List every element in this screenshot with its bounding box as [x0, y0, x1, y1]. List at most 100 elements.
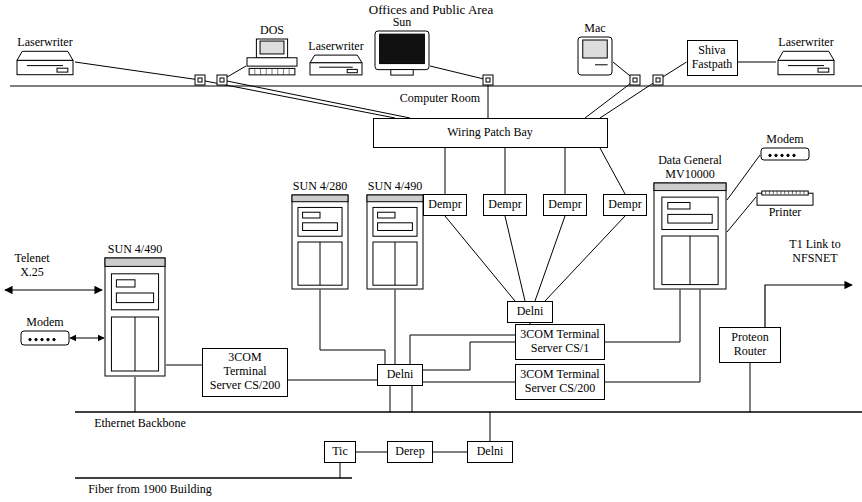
- network-box: 3COM Terminal Server CS/200: [515, 364, 605, 400]
- network-device: Mac: [577, 22, 613, 76]
- sun-icon: [375, 31, 429, 75]
- device-label: SUN 4/490: [366, 180, 424, 194]
- network-cable: [600, 62, 687, 118]
- device-label: Laserwriter: [776, 36, 836, 50]
- network-cable: [433, 452, 467, 453]
- box-label: Derep: [395, 445, 424, 459]
- network-box: Delni: [467, 441, 513, 463]
- tower-icon: [654, 183, 726, 289]
- drop-cable: [135, 377, 136, 412]
- device-label: Sun: [374, 16, 430, 30]
- device-illustration: [15, 50, 75, 76]
- device-illustration: [374, 30, 430, 76]
- tower-icon: [105, 258, 165, 376]
- device-illustration: [756, 190, 814, 206]
- network-cable: [738, 62, 777, 63]
- network-cable: [166, 365, 202, 366]
- device-label: DOS: [246, 24, 298, 38]
- network-label: Computer Room: [400, 92, 480, 106]
- network-cable: [727, 155, 760, 200]
- wall-jack: [195, 75, 205, 85]
- network-box: Wiring Patch Bay: [373, 118, 608, 148]
- jack-socket: [633, 78, 637, 82]
- box-label: Proteon Router: [724, 331, 776, 359]
- network-box: Derep: [387, 441, 433, 463]
- network-box: Delni: [507, 301, 553, 323]
- network-device: DOS: [246, 24, 298, 76]
- box-label: Delni: [517, 305, 544, 319]
- device-illustration: [308, 54, 364, 76]
- room-divider: [10, 85, 862, 86]
- box-label: Dempr: [608, 198, 641, 212]
- modem-icon: [761, 148, 809, 160]
- wall-jack: [653, 75, 663, 85]
- device-label: SUN 4/280: [291, 180, 349, 194]
- laser-icon: [310, 55, 362, 75]
- device-illustration: [20, 330, 70, 346]
- device-label: Modem: [760, 133, 810, 147]
- network-box: Dempr: [603, 194, 647, 216]
- network-device: SUN 4/490: [366, 180, 424, 290]
- network-box: 3COM Terminal Server CS/200: [202, 348, 288, 397]
- device-illustration: [366, 194, 424, 290]
- network-label: Fiber from 1900 Building: [88, 483, 212, 497]
- network-box: Tic: [324, 441, 356, 463]
- wall-jack: [483, 75, 493, 85]
- network-cable: [445, 216, 515, 301]
- network-box: Dempr: [543, 194, 587, 216]
- network-box: Shiva Fastpath: [687, 40, 738, 76]
- tower-icon: [367, 195, 423, 289]
- network-cable: [445, 148, 446, 194]
- telenet-link: [5, 289, 102, 290]
- network-device: Data General MV10000: [653, 154, 727, 290]
- network-cable: [565, 148, 566, 194]
- network-cable: [505, 148, 506, 194]
- laser-icon: [778, 51, 834, 74]
- laser-icon: [17, 51, 73, 74]
- tower-icon: [292, 195, 348, 289]
- box-label: 3COM Terminal Server CS/200: [207, 351, 283, 392]
- network-cable: [600, 148, 625, 194]
- box-label: 3COM Terminal Server CS/200: [520, 368, 600, 396]
- network-box: Delni: [377, 364, 423, 386]
- network-box: Dempr: [483, 194, 527, 216]
- network-cable: [75, 62, 395, 118]
- box-label: Delni: [387, 368, 414, 382]
- wall-jack: [630, 75, 640, 85]
- box-label: Delni: [477, 445, 504, 459]
- box-label: Dempr: [488, 198, 521, 212]
- network-cable: [535, 216, 565, 301]
- network-device: Printer: [756, 190, 814, 220]
- network-device: SUN 4/280: [291, 180, 349, 290]
- area-title: Offices and Public Area: [369, 3, 493, 18]
- modem-icon: [21, 331, 69, 345]
- network-cable: [288, 380, 377, 381]
- network-device: Laserwriter: [15, 36, 75, 76]
- network-device: Modem: [760, 133, 810, 161]
- network-device: Laserwriter: [776, 36, 836, 76]
- network-cable: [70, 338, 104, 339]
- device-illustration: [291, 194, 349, 290]
- drop-cable: [390, 385, 391, 412]
- drop-cable: [412, 385, 413, 412]
- box-label: Dempr: [428, 198, 461, 212]
- network-cable: [505, 216, 525, 301]
- device-label: Printer: [756, 206, 814, 220]
- device-label: Mac: [577, 22, 613, 36]
- drop-cable: [340, 462, 341, 478]
- network-label: T1 Link to NFSNET: [778, 238, 852, 266]
- network-cable: [545, 216, 625, 301]
- drop-cable: [750, 362, 751, 412]
- network-device: Modem: [20, 316, 70, 346]
- network-cable: [605, 290, 700, 382]
- device-illustration: [246, 38, 298, 76]
- t1-link: [765, 285, 852, 328]
- box-label: Shiva Fastpath: [692, 44, 733, 72]
- network-cable: [605, 290, 680, 342]
- network-cable: [727, 197, 756, 232]
- device-label: Laserwriter: [308, 40, 364, 54]
- device-illustration: [653, 182, 727, 290]
- box-label: 3COM Terminal Server CS/1: [520, 328, 600, 356]
- network-label: Ethernet Backbone: [94, 417, 186, 431]
